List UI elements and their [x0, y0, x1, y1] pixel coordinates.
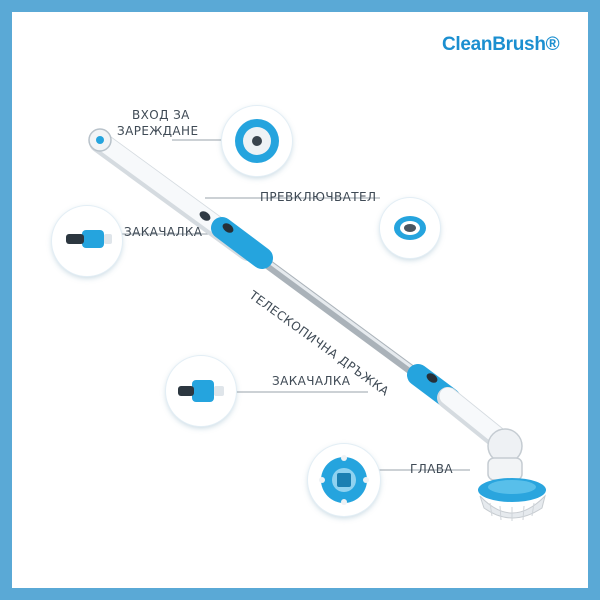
label-head: ГЛАВА — [410, 462, 453, 476]
brush-head — [478, 457, 546, 521]
label-charging-port-line2: ЗАРЕЖДАНЕ — [117, 124, 199, 138]
label-clip-top: ЗАКАЧАЛКА — [124, 225, 203, 239]
clip-bottom-thumbnail — [166, 356, 236, 426]
label-charging-port-line1: ВХОД ЗА — [132, 108, 190, 122]
charging-port-thumbnail — [222, 106, 292, 176]
brand-logo: CleanBrush® — [442, 34, 560, 55]
head-thumbnail — [308, 444, 380, 516]
lower-body — [437, 387, 523, 464]
label-switch: ПРЕВКЛЮЧВАТЕЛ — [260, 190, 377, 204]
switch-thumbnail — [380, 198, 440, 258]
telescopic-shaft — [260, 257, 430, 385]
upper-handle — [88, 128, 273, 269]
clip-top-thumbnail — [52, 206, 122, 276]
label-clip-bottom: ЗАКАЧАЛКА — [272, 374, 351, 388]
